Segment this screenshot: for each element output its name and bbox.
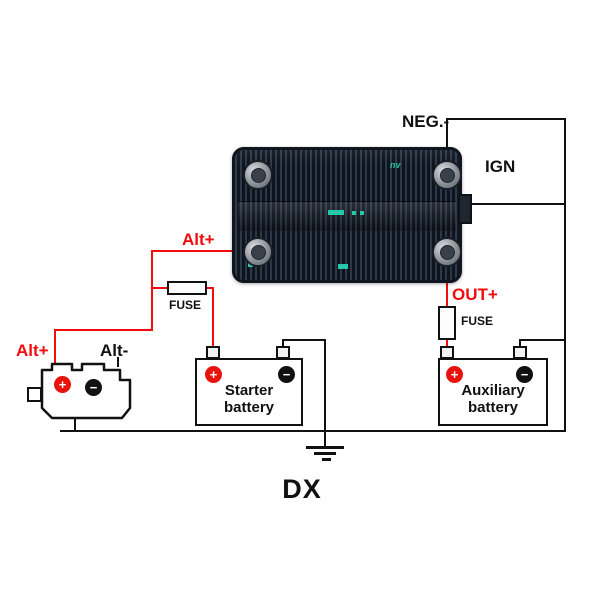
wire-bottom-rail <box>60 430 566 432</box>
charger-logo: nv <box>390 160 401 170</box>
fuse-output <box>438 306 456 340</box>
label-ign: IGN <box>485 157 516 176</box>
charger-indicator-bar <box>328 210 344 215</box>
ground-stem <box>324 432 326 446</box>
wire-starter-positive <box>212 287 214 346</box>
charger-front-band <box>238 201 456 231</box>
charger-bolt-top-right <box>432 160 462 190</box>
starter-minus-terminal: − <box>278 366 295 383</box>
charger-bolt-bottom-left <box>243 237 273 267</box>
wire-aux-negative-horizontal <box>519 339 566 341</box>
wire-starter-negative-stub <box>282 339 284 348</box>
wire-aux-positive <box>446 338 448 348</box>
ground-bar-2 <box>314 452 336 455</box>
wire-starter-negative-horizontal <box>282 339 326 341</box>
starter-plus-terminal: + <box>205 366 222 383</box>
wire-alternator-horizontal <box>54 329 152 331</box>
alt-minus-leader <box>117 357 119 367</box>
caption-dx: DX <box>282 474 322 504</box>
battery-auxiliary: + − Auxiliary battery <box>438 358 548 426</box>
wire-alt-plus-horizontal <box>152 250 258 252</box>
ground-bar-1 <box>306 446 344 449</box>
wire-neg-horizontal <box>446 118 566 120</box>
aux-plus-terminal: + <box>446 366 463 383</box>
label-alt-plus-wire: Alt+ <box>182 230 215 249</box>
engine-plus-terminal: + <box>54 376 71 393</box>
wire-ground-vertical <box>324 339 326 432</box>
charger-warning-mark <box>338 264 348 269</box>
wire-ign <box>466 203 566 205</box>
fuse-input <box>167 281 207 295</box>
label-alt-minus-engine: Alt- <box>100 341 129 360</box>
label-alt-plus-engine: Alt+ <box>16 341 49 360</box>
label-out-plus: OUT+ <box>452 285 498 304</box>
wire-aux-negative-stub <box>519 339 521 348</box>
wire-right-rail <box>564 118 566 432</box>
aux-battery-label: Auxiliary battery <box>461 382 525 416</box>
wire-alternator-vertical <box>54 329 56 380</box>
charger-indicator-dot-2 <box>360 211 364 215</box>
charger-bolt-top-left <box>243 160 273 190</box>
engine-illustration <box>27 362 132 420</box>
aux-minus-terminal: − <box>516 366 533 383</box>
wire-engine-ground-stub <box>74 414 76 432</box>
charger-indicator-dot-1 <box>352 211 356 215</box>
battery-starter: + − Starter battery <box>195 358 303 426</box>
label-fuse-input: FUSE <box>169 298 202 312</box>
wire-fuse-right <box>205 287 213 289</box>
wire-fuse-left <box>151 287 168 289</box>
label-neg: NEG.- <box>402 112 450 131</box>
ign-connector <box>458 194 472 224</box>
ground-bar-3 <box>322 458 331 461</box>
dcdc-charger: nv <box>232 147 472 283</box>
wire-alt-plus-vertical <box>151 250 153 331</box>
label-fuse-output: FUSE <box>461 314 494 328</box>
starter-battery-label: Starter battery <box>223 382 275 416</box>
engine-minus-terminal: − <box>85 379 102 396</box>
charger-bolt-bottom-right <box>432 237 462 267</box>
